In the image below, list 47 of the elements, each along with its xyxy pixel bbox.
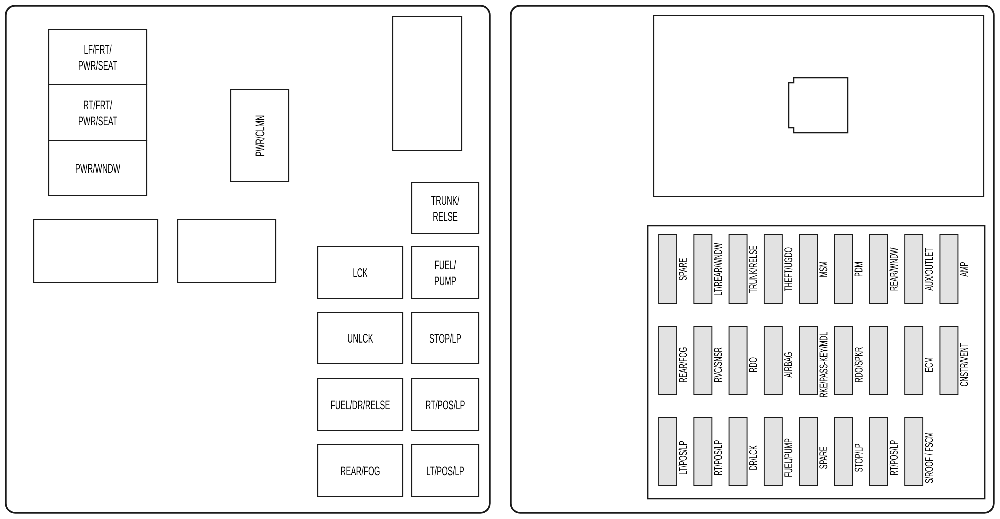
relay-slot: [177, 219, 277, 284]
relay-box: FUEL/ PUMP: [411, 246, 480, 300]
relay-box: LT/POS/LP: [411, 444, 480, 498]
fuse-label: REAR/WNDW: [890, 248, 898, 291]
fuse-label: MSM: [820, 262, 828, 277]
fuse-label: LT/POS/LP: [678, 441, 688, 474]
fuse-label: RDO: [749, 358, 758, 372]
fuse-label: RKE/PASS-KEY/MDL: [819, 332, 828, 398]
fuse-label: SPARE: [820, 447, 828, 469]
fuse-label: AUX/OUTLET: [924, 248, 934, 291]
relay-box: LCK: [317, 246, 404, 300]
fuse-label: STOP/LP: [854, 444, 863, 472]
fuse-label: TRUNK/RELSE: [749, 246, 758, 294]
relay-box: RT/FRT/ PWR/SEAT: [48, 84, 148, 142]
module-outline: [653, 15, 985, 198]
fuse-block: [647, 225, 986, 500]
fuse-label: SPARE: [679, 258, 687, 280]
relay-slot: [33, 219, 159, 284]
fuse-label: REAR/FOG: [678, 348, 688, 382]
fuse-label: FUEL/PUMP: [784, 438, 793, 477]
fuse-label: DR/LCK: [749, 446, 758, 470]
panel-outline: [510, 5, 995, 514]
relay-box: LF/FRT/ PWR/SEAT: [48, 29, 148, 86]
relay-box: PWR/CLMN: [230, 89, 290, 183]
fuse-label: S/ROOF / FSCM: [924, 433, 934, 484]
connector-outline: [788, 77, 849, 134]
fuse-label: PDM: [854, 262, 863, 276]
fuse-label: RT/POS/LP: [714, 440, 722, 476]
relay-box: PWR/WNDW: [48, 140, 148, 197]
relay-box: UNLCK: [317, 312, 404, 365]
fuse-label: LT/REAR/WNDW: [714, 243, 722, 296]
relay-slot: [392, 16, 463, 152]
fuse-label: RVC/SNSR: [714, 348, 722, 382]
panel-outline: [5, 5, 491, 514]
fuse-label: THEFT/UGDO: [784, 248, 793, 292]
relay-box: FUEL/DR/RELSE: [317, 378, 404, 432]
fuse-label: AMP: [960, 262, 968, 277]
relay-box: TRUNK/ RELSE: [411, 182, 480, 235]
fuse-label: CNSTR/VENT: [960, 343, 968, 386]
fuse-label: RDO/SPKR: [854, 348, 863, 382]
fuse-label: AIRBAG: [784, 352, 792, 378]
fuse-label: ECM: [925, 358, 934, 372]
relay-box: REAR/FOG: [317, 444, 404, 498]
relay-box: STOP/LP: [411, 312, 480, 365]
fuse-label: RT/POS/LP: [890, 440, 898, 476]
relay-box: RT/POS/LP: [411, 378, 480, 432]
fuse: [869, 326, 888, 396]
